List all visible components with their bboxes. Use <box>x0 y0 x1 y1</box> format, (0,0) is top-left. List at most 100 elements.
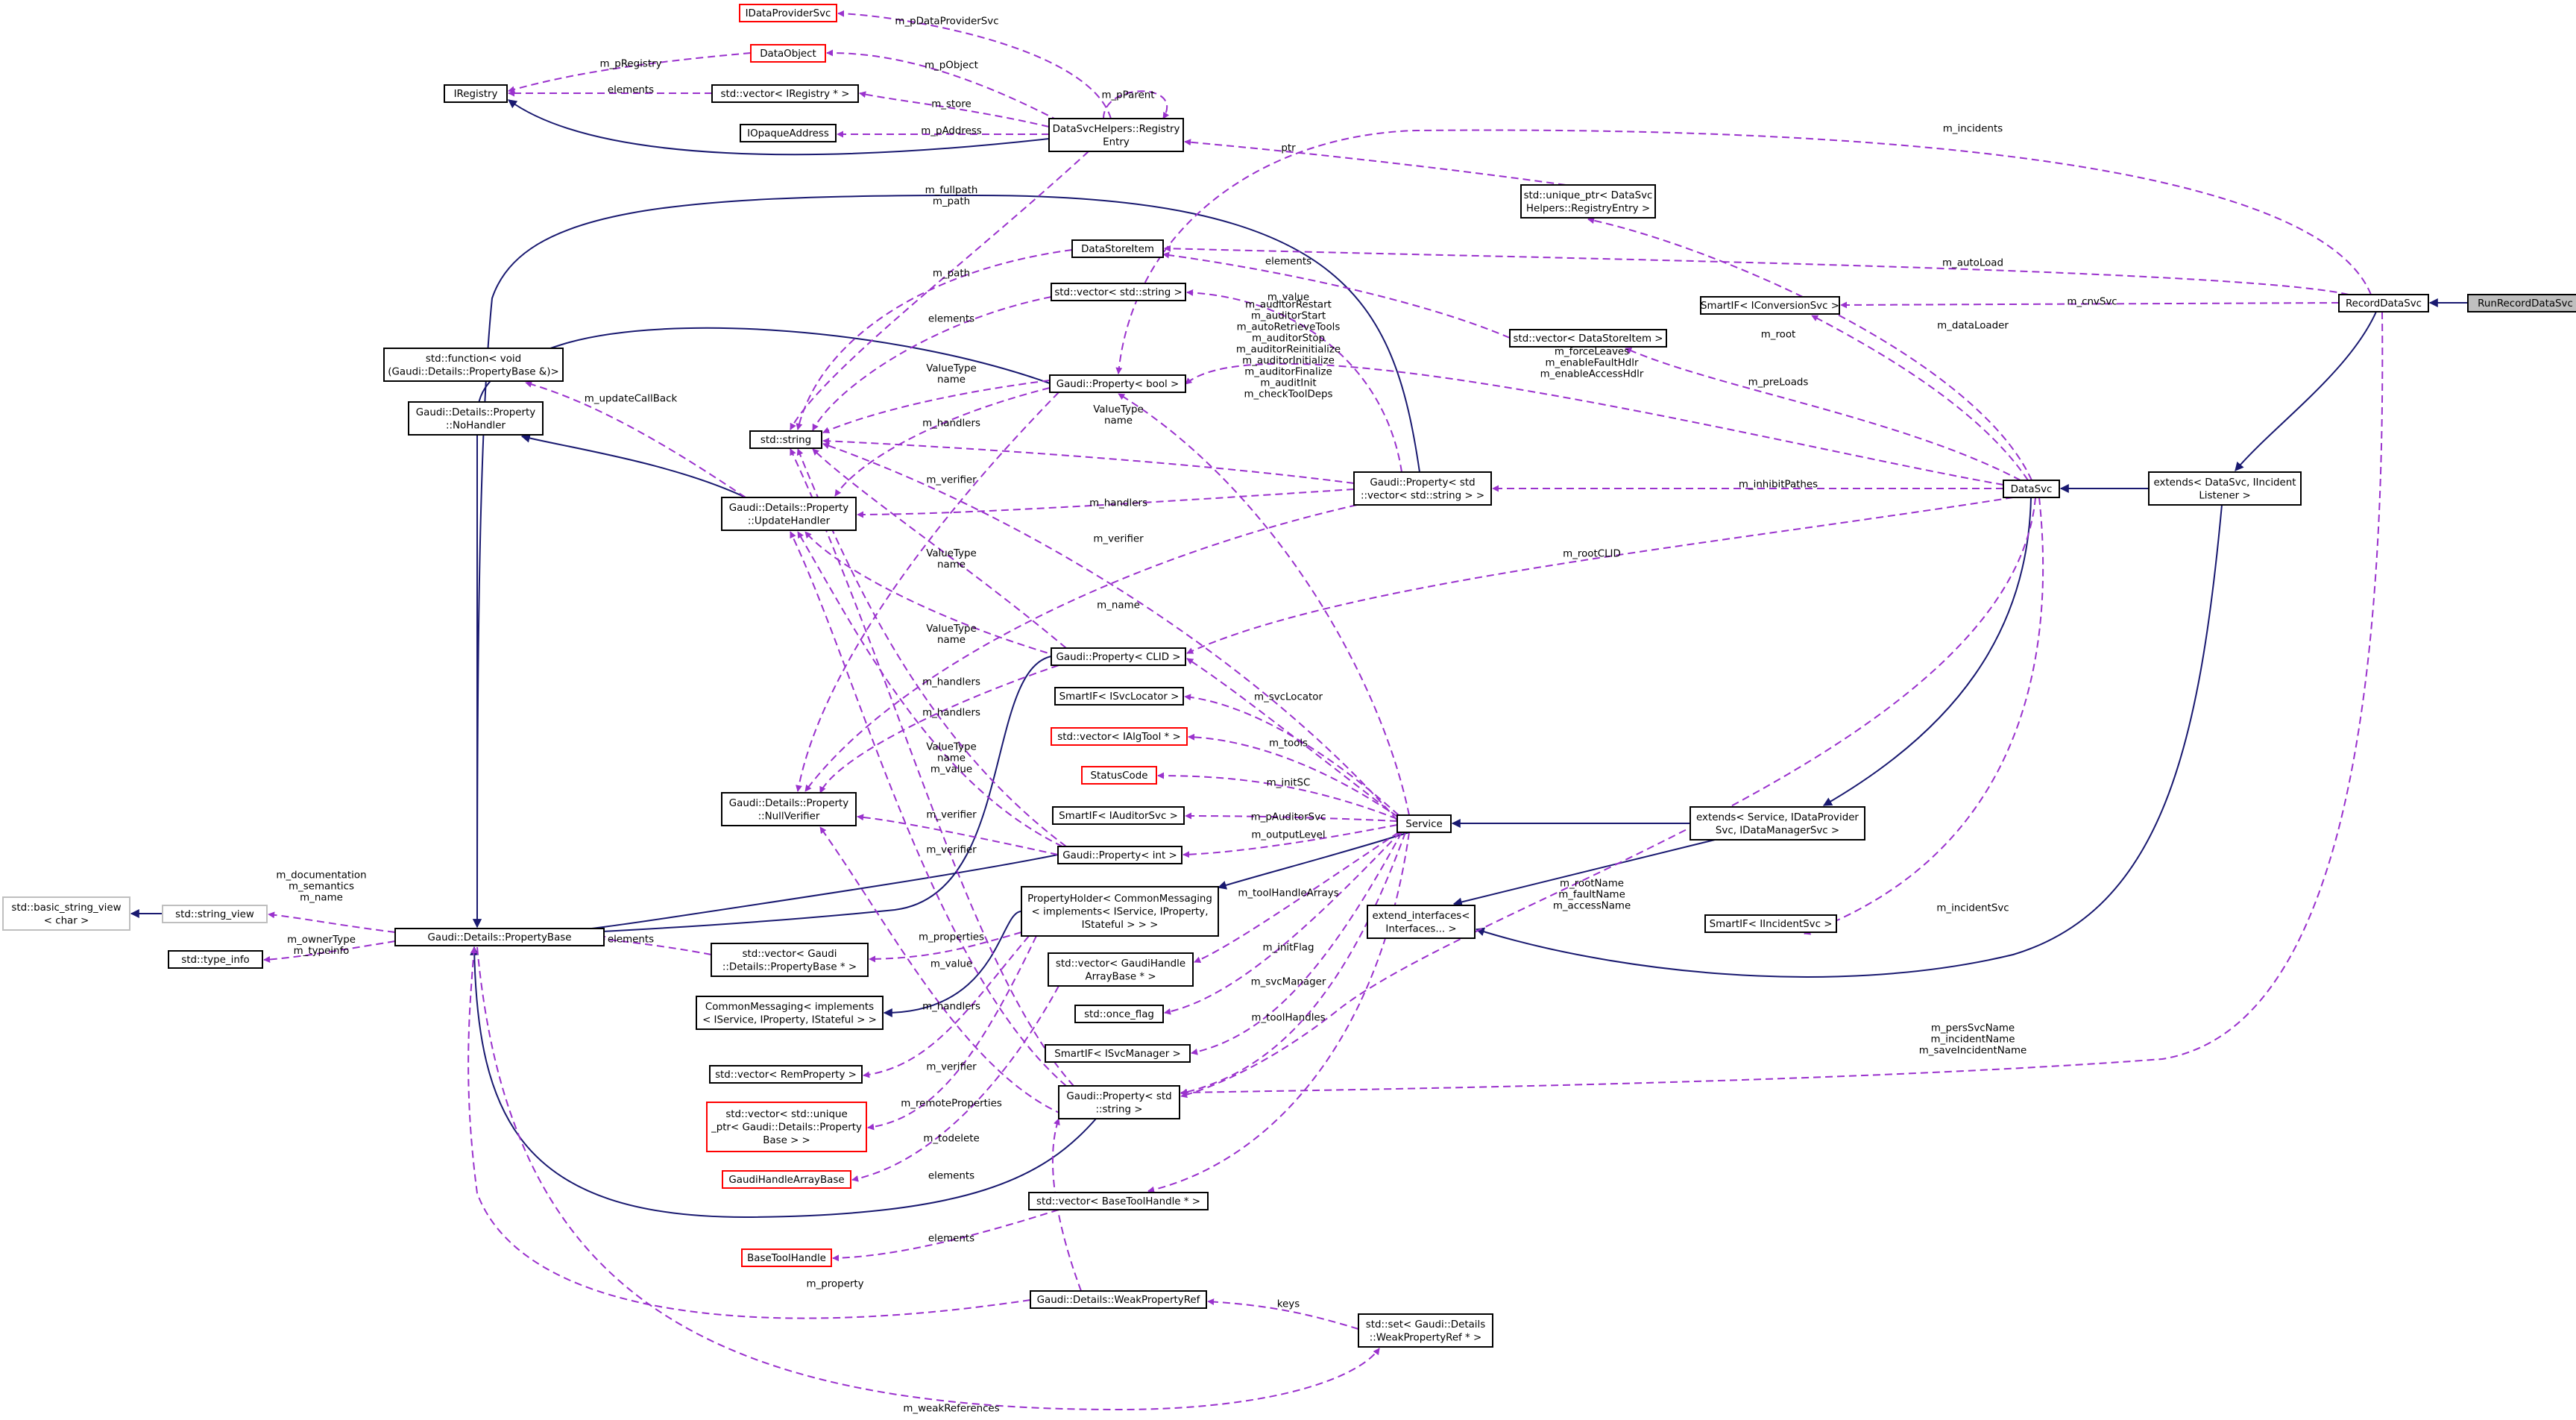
inheritance-line <box>470 946 1097 1219</box>
edge-label-text: ValueType <box>926 742 977 753</box>
edge-label-m-handlers-int: m_handlers <box>922 708 980 719</box>
class-node-basetoolhandle[interactable]: BaseToolHandle <box>741 1248 832 1267</box>
class-node-smartif-isvclocator[interactable]: SmartIF< ISvcLocator > <box>1054 687 1184 706</box>
edge-label-text: m_handlers <box>922 708 980 719</box>
edge-label-m-verifier-string: m_verifier <box>926 1062 977 1073</box>
class-node-smartif-iconversionsvc[interactable]: SmartIF< IConversionSvc > <box>1700 296 1840 315</box>
usage-line <box>804 504 1358 792</box>
node-box <box>1071 239 1164 258</box>
edge-label-text: elements <box>928 314 974 325</box>
node-label: StatusCode <box>1091 770 1148 782</box>
edge-label-m-tools: m_tools <box>1269 738 1308 750</box>
class-node-vector-iregistry[interactable]: std::vector< IRegistry * > <box>711 84 859 103</box>
edge-property-string-inherits-propertybase <box>470 946 1097 1219</box>
edge-label-text: m_pAuditorSvc <box>1251 812 1326 823</box>
class-node-vector-gaudihandlearraybase[interactable]: std::vector< GaudiHandleArrayBase * > <box>1048 952 1194 987</box>
class-node-property-bool[interactable]: Gaudi::Property< bool > <box>1049 374 1186 393</box>
class-node-runrecorddatasvc[interactable]: RunRecordDataSvc <box>2467 294 2576 312</box>
class-node-nullverifier[interactable]: Gaudi::Details::Property::NullVerifier <box>721 792 857 826</box>
node-label: Gaudi::Property< bool > <box>1056 379 1180 390</box>
class-node-gaudihandlearraybase[interactable]: GaudiHandleArrayBase <box>722 1170 851 1189</box>
class-node-vector-datastoreitem[interactable]: std::vector< DataStoreItem > <box>1509 329 1667 348</box>
usage-line <box>1186 289 1402 473</box>
class-node-property-int[interactable]: Gaudi::Property< int > <box>1057 846 1182 864</box>
class-node-weakpropertyref[interactable]: Gaudi::Details::WeakPropertyRef <box>1030 1290 1207 1309</box>
class-node-smartif-iauditorsvc[interactable]: SmartIF< IAuditorSvc > <box>1052 806 1185 825</box>
edge-label-text: m_enableAccessHdlr <box>1540 369 1644 380</box>
class-node-propertyholder[interactable]: PropertyHolder< CommonMessaging< impleme… <box>1021 886 1219 937</box>
class-node-property-clid[interactable]: Gaudi::Property< CLID > <box>1051 647 1186 666</box>
edge-label-m-store: m_store <box>931 99 971 110</box>
edge-label-text: name <box>937 635 966 646</box>
edge-label-text: m_verifier <box>926 810 977 821</box>
node-box <box>706 1102 867 1152</box>
class-node-statuscode[interactable]: StatusCode <box>1081 766 1157 785</box>
class-node-std-function[interactable]: std::function< void(Gaudi::Details::Prop… <box>383 348 564 382</box>
edge-label-text: m_name <box>300 893 343 904</box>
class-node-datasvc[interactable]: DataSvc <box>2003 480 2060 498</box>
edge-property-int-inherits-propertybase <box>506 854 1059 941</box>
edge-label-m-properties: m_properties <box>919 932 984 943</box>
edge-label-text: m_rootName <box>1560 879 1624 890</box>
class-node-registryentry[interactable]: DataSvcHelpers::RegistryEntry <box>1048 118 1184 152</box>
usage-line <box>1164 832 1401 1015</box>
edge-label-text: m_svcLocator <box>1254 692 1323 703</box>
class-node-basic-string-view[interactable]: std::basic_string_view< char > <box>2 896 130 931</box>
class-node-string-view[interactable]: std::string_view <box>162 905 268 923</box>
node-label: DataSvc <box>2011 484 2053 495</box>
class-node-service[interactable]: Service <box>1396 814 1452 833</box>
class-node-iopaqueaddress[interactable]: IOpaqueAddress <box>740 124 837 142</box>
class-node-property-string[interactable]: Gaudi::Property< std::string > <box>1058 1085 1180 1119</box>
edge-label-m-cnvSvc: m_cnvSvc <box>2067 297 2117 308</box>
edge-label-text: m_outputLevel <box>1251 830 1325 841</box>
class-node-extends-service-idataprovider[interactable]: extends< Service, IDataProviderSvc, IDat… <box>1689 806 1865 841</box>
class-node-vector-propertybase[interactable]: std::vector< Gaudi::Details::PropertyBas… <box>711 943 869 977</box>
edge-label-text: m_path <box>933 196 970 207</box>
node-box <box>1058 1085 1180 1119</box>
class-node-updatehandler[interactable]: Gaudi::Details::Property::UpdateHandler <box>721 497 857 531</box>
class-node-std-string[interactable]: std::string <box>749 430 822 449</box>
class-node-vector-string[interactable]: std::vector< std::string > <box>1051 283 1186 301</box>
edge-service-uses-smartif-isvclocator <box>1184 694 1399 816</box>
class-node-set-weakpropertyref[interactable]: std::set< Gaudi::Details::WeakPropertyRe… <box>1358 1313 1493 1348</box>
class-node-recorddatasvc[interactable]: RecordDataSvc <box>2338 294 2429 312</box>
edge-label-m-pParent: m_pParent <box>1101 90 1154 101</box>
class-node-vector-ialgtool[interactable]: std::vector< IAlgTool * > <box>1051 727 1188 746</box>
class-node-propertybase[interactable]: Gaudi::Details::PropertyBase <box>394 928 605 946</box>
edge-label-text: m_handlers <box>922 1002 980 1013</box>
usage-line <box>467 946 1031 1319</box>
class-node-property-vector-string[interactable]: Gaudi::Property< std::vector< std::strin… <box>1353 471 1492 506</box>
class-node-type-info[interactable]: std::type_info <box>168 950 263 969</box>
class-node-vector-unique-ptr-propertybase[interactable]: std::vector< std::unique_ptr< Gaudi::Det… <box>706 1102 867 1152</box>
class-node-smartif-isvcmanager[interactable]: SmartIF< ISvcManager > <box>1045 1044 1191 1063</box>
class-node-vector-basetoolhandle[interactable]: std::vector< BaseToolHandle * > <box>1028 1192 1209 1210</box>
class-node-vector-remproperty[interactable]: std::vector< RemProperty > <box>709 1065 863 1084</box>
inheritance-line <box>508 99 1050 156</box>
usage-line <box>1188 733 1399 818</box>
class-node-iregistry[interactable]: IRegistry <box>444 84 508 103</box>
class-node-smartif-iincidentsvc[interactable]: SmartIF< IIncidentSvc > <box>1704 914 1837 933</box>
class-node-idataprovidersvc[interactable]: IDataProviderSvc <box>739 4 837 22</box>
edge-label-text: m_remoteProperties <box>901 1099 1002 1110</box>
node-box <box>1520 184 1656 219</box>
class-node-extend-interfaces[interactable]: extend_interfaces<Interfaces... > <box>1367 905 1476 939</box>
class-node-nohandler[interactable]: Gaudi::Details::Property::NoHandler <box>408 401 544 436</box>
class-node-commonmessaging[interactable]: CommonMessaging< implements< IService, I… <box>696 996 884 1030</box>
node-label: std::vector< Gaudi <box>743 949 837 960</box>
class-node-datastoreitem[interactable]: DataStoreItem <box>1071 239 1164 258</box>
edge-registryentry-inherits-iregistry <box>508 99 1050 156</box>
node-label: Gaudi::Details::Property <box>729 798 848 809</box>
edge-label-text: ValueType <box>926 548 977 559</box>
edge-label-m-value-vs: m_value <box>1267 292 1309 304</box>
class-node-once-flag[interactable]: std::once_flag <box>1074 1005 1164 1023</box>
node-label: Base > > <box>763 1135 810 1146</box>
edge-label-m-rootCLID: m_rootCLID <box>1563 549 1621 560</box>
edge-label-text: m_handlers <box>1089 498 1147 509</box>
node-box <box>168 950 263 969</box>
class-node-unique-ptr-registryentry[interactable]: std::unique_ptr< DataSvcHelpers::Registr… <box>1520 184 1656 219</box>
class-node-dataobject[interactable]: DataObject <box>750 44 826 63</box>
